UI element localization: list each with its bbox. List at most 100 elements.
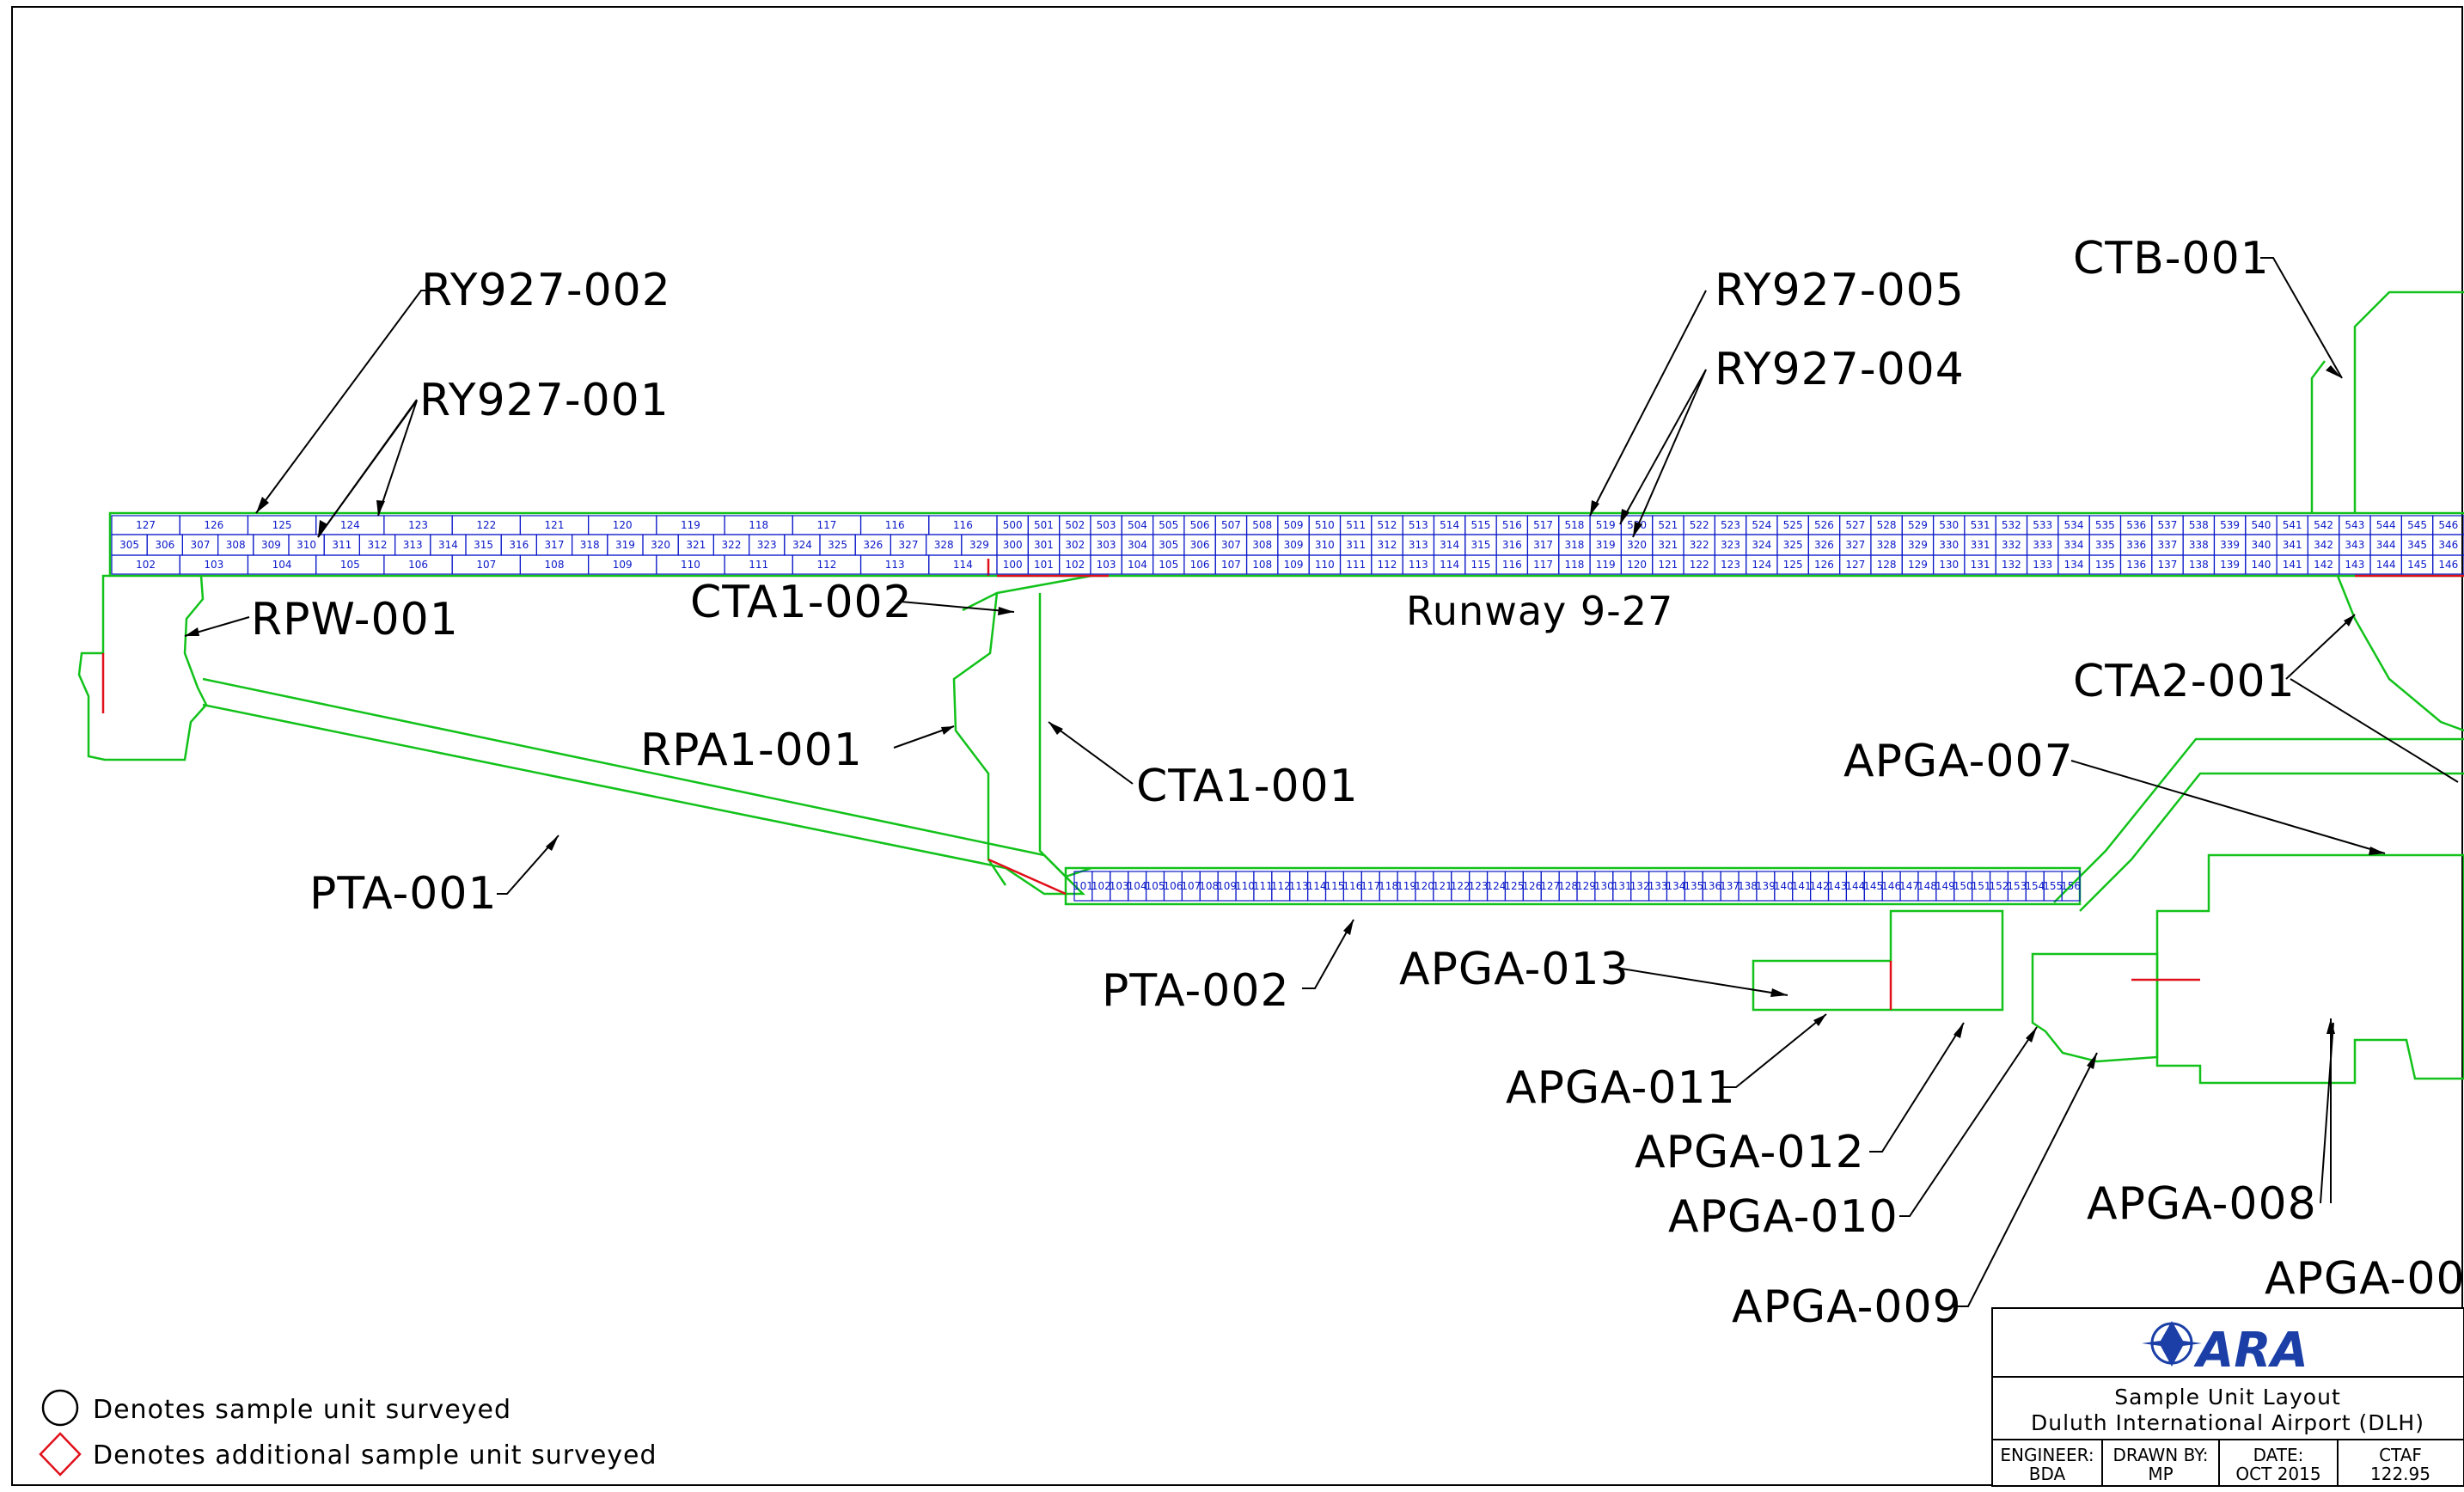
- title-block-title: Sample Unit Layout: [2114, 1385, 2341, 1409]
- title-block-subtitle: Duluth International Airport (DLH): [2031, 1410, 2424, 1435]
- runway-unit-label: 118: [749, 519, 768, 531]
- runway-unit-label: 107: [1221, 559, 1241, 571]
- runway-unit-label: 331: [1971, 539, 1990, 551]
- callout-apga-009: APGA-009: [1732, 1281, 1962, 1333]
- runway-unit-label: 121: [1658, 559, 1678, 571]
- runway-unit-label: 119: [1596, 559, 1616, 571]
- runway-unit-label: 131: [1971, 559, 1990, 571]
- taxiway-unit-label: 148: [1917, 880, 1937, 892]
- runway-unit-label: 123: [408, 519, 428, 531]
- leader-apga010: [1899, 1026, 2038, 1217]
- runway-unit-label: 129: [1908, 559, 1928, 571]
- runway-unit-label: 138: [2189, 559, 2209, 571]
- runway-unit-label: 542: [2314, 519, 2333, 531]
- taxiway-unit-label: 118: [1379, 880, 1398, 892]
- runway-unit-label: 111: [1346, 559, 1366, 571]
- callout-apga-012: APGA-012: [1635, 1127, 1865, 1178]
- runway-unit-label: 108: [545, 559, 565, 571]
- taxiway-unit-label: 129: [1576, 880, 1596, 892]
- runway-unit-label: 325: [828, 539, 847, 551]
- title-block-frame: [1991, 1307, 2464, 1487]
- callout-apga-007: APGA-007: [1843, 736, 2074, 787]
- taxiway-unit-label: 108: [1199, 880, 1219, 892]
- runway-unit-label: 308: [1252, 539, 1272, 551]
- arrowhead: [1813, 1014, 1826, 1026]
- arrowheads: [185, 365, 2385, 1069]
- taxiway-unit-label: 106: [1163, 880, 1183, 892]
- taxiway-unit-label: 119: [1397, 880, 1416, 892]
- runway-unit-label: 135: [2095, 559, 2115, 571]
- callout-apga-013: APGA-013: [1399, 944, 1629, 995]
- runway-unit-label: 313: [403, 539, 423, 551]
- arrowhead: [1770, 988, 1788, 997]
- taxiway-unit-label: 152: [1990, 880, 2009, 892]
- taxiway-unit-label: 149: [1935, 880, 1955, 892]
- runway-unit-label: 323: [757, 539, 777, 551]
- callout-ry927-005: RY927-005: [1715, 265, 1965, 316]
- runway-unit-label: 533: [2033, 519, 2052, 531]
- runway-unit-label: 500: [1003, 519, 1023, 531]
- callout-cta1-001: CTA1-001: [1136, 761, 1359, 812]
- runway-unit-label: 514: [1440, 519, 1459, 531]
- runway-unit-label: 140: [2251, 559, 2271, 571]
- runway-unit-label: 307: [1221, 539, 1241, 551]
- unit-cell: [2432, 554, 2464, 575]
- arrowhead: [318, 520, 327, 537]
- runway-unit-label: 320: [651, 539, 670, 551]
- engineer-label: ENGINEER:: [2000, 1445, 2094, 1465]
- runway-unit-label: 127: [1845, 559, 1865, 571]
- callout-cta2-001: CTA2-001: [2073, 656, 2296, 707]
- taxiway-unit-label: 105: [1146, 880, 1165, 892]
- runway-unit-label: 302: [1065, 539, 1085, 551]
- taxiway-unit-label: 135: [1684, 880, 1703, 892]
- callout-pta-001: PTA-001: [309, 868, 498, 920]
- runway-unit-label: 311: [332, 539, 352, 551]
- runway-unit-label: 137: [2158, 559, 2178, 571]
- runway-unit-label: 512: [1378, 519, 1397, 531]
- arrowhead: [1590, 500, 1599, 516]
- runway-unit-label: 114: [1440, 559, 1459, 571]
- runway-unit-label: 133: [2033, 559, 2052, 571]
- taxiway-unit-label: 131: [1612, 880, 1632, 892]
- runway-unit-label: 111: [749, 559, 768, 571]
- runway-unit-label: 330: [1939, 539, 1959, 551]
- taxiway-unit-label: 154: [2025, 880, 2045, 892]
- runway-unit-label: 305: [119, 539, 139, 551]
- runway-unit-label: 536: [2126, 519, 2146, 531]
- legend: Denotes sample unit surveyed Denotes add…: [39, 1389, 657, 1477]
- runway-unit-label: 127: [136, 519, 156, 531]
- runway-unit-label: 343: [2345, 539, 2364, 551]
- runway-unit-label: 308: [226, 539, 246, 551]
- runway-unit-label: 122: [476, 519, 496, 531]
- runway-unit-label: 504: [1128, 519, 1147, 531]
- taxiway-unit-label: 123: [1469, 880, 1489, 892]
- runway-unit-label: 110: [1315, 559, 1335, 571]
- runway-unit-label: 329: [969, 539, 989, 551]
- runway-unit-label: 516: [1502, 519, 1522, 531]
- arrowhead: [2087, 1053, 2097, 1069]
- arrowhead: [2326, 365, 2342, 378]
- runway-unit-label: 121: [545, 519, 565, 531]
- arrowhead: [2369, 847, 2385, 855]
- leader-cta1-002: [900, 601, 1015, 613]
- runway-unit-label: 312: [368, 539, 388, 551]
- runway-unit-label: 315: [474, 539, 493, 551]
- runway-unit-label: 502: [1065, 519, 1085, 531]
- runway-unit-label: 322: [722, 539, 742, 551]
- legend-circle-symbol: [41, 1389, 79, 1427]
- runway-unit-label: 305: [1159, 539, 1178, 551]
- runway-unit-label: 118: [1564, 559, 1584, 571]
- taxiway-unit-label: 122: [1451, 880, 1470, 892]
- leader-ry927-005: [1589, 290, 1707, 517]
- drawn-by-label: DRAWN BY:: [2112, 1445, 2208, 1465]
- runway-unit-label: 522: [1690, 519, 1709, 531]
- runway-unit-label: 537: [2158, 519, 2178, 531]
- legend-circle-text: Denotes sample unit surveyed: [93, 1395, 511, 1425]
- taxiway-unit-label: 102: [1091, 880, 1111, 892]
- runway-unit-label: 117: [816, 519, 836, 531]
- runway-unit-label: 324: [1752, 539, 1771, 551]
- taxiway-unit-label: 134: [1666, 880, 1685, 892]
- runway-unit-label: 126: [1814, 559, 1834, 571]
- runway-unit-label: 303: [1097, 539, 1116, 551]
